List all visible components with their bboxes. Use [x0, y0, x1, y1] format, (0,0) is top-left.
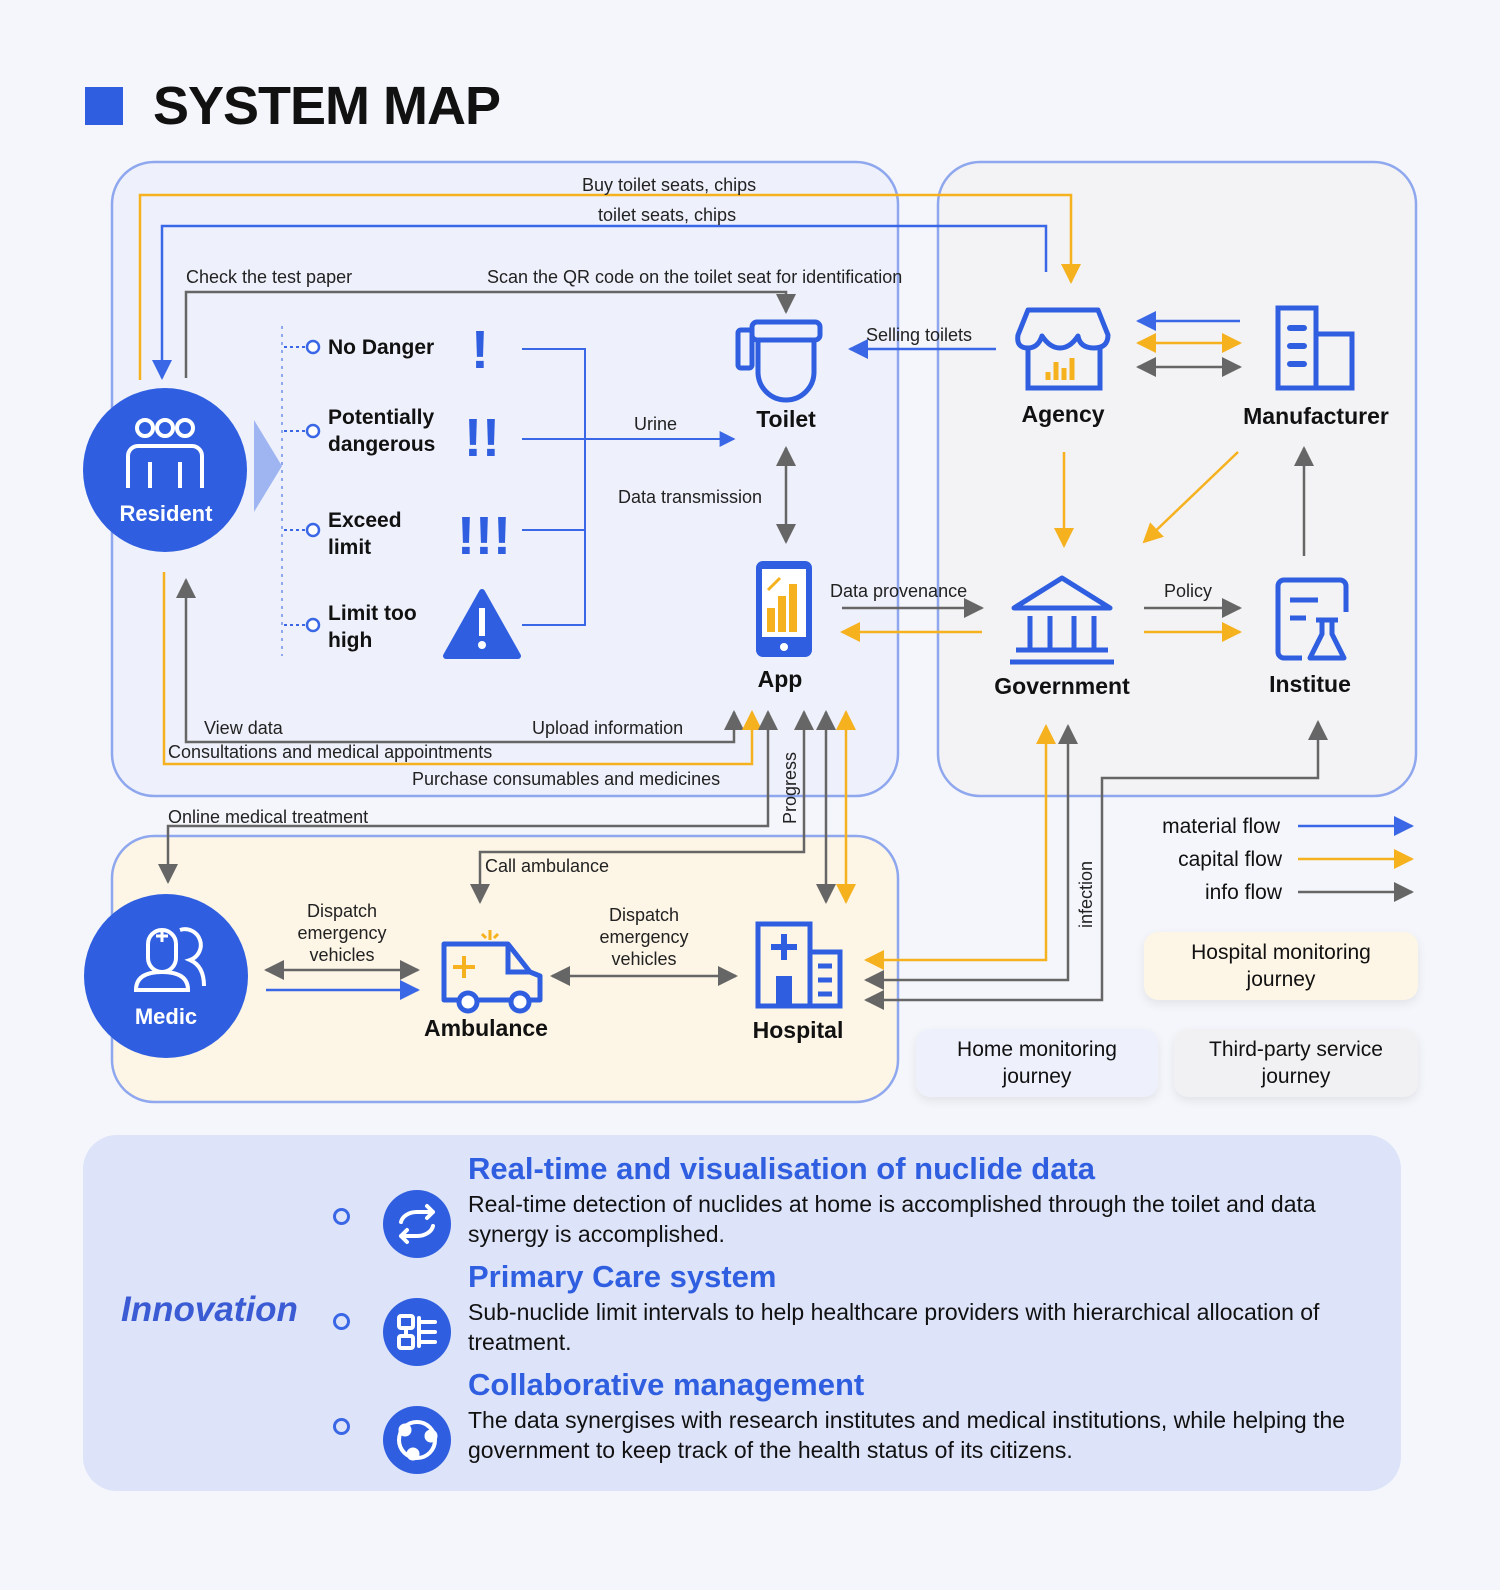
toilet-label: Toilet [756, 406, 816, 432]
triple-exclamation-icon: !!! [457, 506, 511, 566]
hierarchy-icon [383, 1298, 451, 1366]
exclamation-icon: ! [471, 320, 489, 380]
doctor-icon [133, 927, 206, 992]
innovation-item-1-desc: Real-time detection of nuclides at home … [468, 1191, 1316, 1247]
online-treatment-label: Online medical treatment [168, 807, 368, 827]
resident-label: Resident [120, 501, 214, 526]
level-exceed-label-2: limit [328, 536, 371, 559]
view-data-label: View data [204, 718, 284, 738]
hospital-building-icon[interactable] [755, 921, 843, 1009]
selling-label: Selling toilets [866, 325, 972, 345]
innovation-label: Innovation [121, 1290, 298, 1329]
title-text: SYSTEM MAP [153, 76, 501, 136]
legend-home-journey-text: Home monitoring journey [957, 1038, 1117, 1088]
policy-label: Policy [1164, 581, 1212, 601]
double-exclamation-icon: !! [464, 408, 500, 468]
check-paper-label: Check the test paper [186, 267, 352, 287]
upload-label: Upload information [532, 718, 683, 738]
medic-label: Medic [135, 1004, 197, 1029]
innovation-item-3-title: Collaborative management [468, 1367, 865, 1402]
institue-hospital-info-flow [864, 720, 1328, 1010]
seats-flow [152, 224, 1048, 380]
legend-material-label: material flow [1162, 815, 1281, 838]
innovation-item-1-dot [333, 1208, 350, 1225]
institue-label: Institue [1269, 671, 1351, 697]
innovation-item-3-desc: The data synergises with research instit… [468, 1407, 1346, 1463]
dispatch-1-line-3: vehicles [309, 945, 374, 965]
innovation-item-3-dot [333, 1418, 350, 1435]
government-label: Government [994, 673, 1130, 699]
seats-label: toilet seats, chips [598, 205, 736, 225]
dispatch-1-line-2: emergency [297, 923, 386, 943]
hospital-label: Hospital [753, 1017, 844, 1043]
level-no-danger: No Danger ! [284, 320, 489, 380]
dispatch-1-line-1: Dispatch [307, 901, 377, 921]
ambulance-icon[interactable] [441, 930, 543, 1014]
app-label: App [758, 666, 803, 692]
infection-label: infection [1076, 861, 1096, 928]
lab-document-icon[interactable] [1275, 577, 1349, 661]
legend-home-journey: Home monitoring journey [916, 1029, 1158, 1097]
service-zone [936, 160, 1418, 798]
progress-label: Progress [780, 752, 800, 824]
consultations-label: Consultations and medical appointments [168, 742, 492, 762]
dispatch-2-line-1: Dispatch [609, 905, 679, 925]
level-no-danger-label: No Danger [328, 336, 434, 359]
manufacturer-label: Manufacturer [1243, 403, 1389, 429]
buy-seats-flow [138, 193, 1081, 380]
dispatch-2-line-3: vehicles [611, 949, 676, 969]
government-building-icon[interactable] [1010, 575, 1114, 665]
medic-node[interactable] [84, 894, 248, 1058]
title-marker [85, 87, 123, 125]
collaboration-icon [383, 1406, 451, 1474]
data-transmission-label: Data transmission [618, 487, 762, 507]
level-exceed-label-1: Exceed [328, 509, 402, 532]
phone-app-icon[interactable] [756, 561, 812, 657]
purchase-label: Purchase consumables and medicines [412, 769, 720, 789]
dispatch-2-line-2: emergency [599, 927, 688, 947]
call-ambulance-flow [470, 710, 814, 904]
level-too-high-label-1: Limit too [328, 602, 417, 625]
legend-third-party-journey: Third-party service journey [1174, 1029, 1418, 1097]
level-potentially-label-1: Potentially [328, 406, 435, 429]
call-ambulance-label: Call ambulance [485, 856, 609, 876]
resident-node[interactable] [83, 388, 247, 552]
manufacturer-government-flow [1142, 451, 1239, 544]
level-potentially-label-2: dangerous [328, 433, 435, 456]
people-icon [126, 418, 204, 488]
buy-seats-label: Buy toilet seats, chips [582, 175, 756, 195]
legend-capital-label: capital flow [1178, 848, 1283, 871]
innovation-item-2-dot [333, 1313, 350, 1330]
innovation-item-1-title: Real-time and visualisation of nuclide d… [468, 1151, 1096, 1186]
scan-qr-label: Scan the QR code on the toilet seat for … [487, 267, 902, 287]
legend-info-label: info flow [1205, 881, 1283, 904]
legend-hospital-journey-text: Hospital monitoring journey [1191, 941, 1371, 991]
resident-pointer [254, 420, 282, 512]
level-potentially-dangerous: Potentially dangerous !! [284, 406, 500, 468]
innovation-panel: Innovation Real-time and visualisation o… [83, 1135, 1401, 1491]
legend-hospital-journey: Hospital monitoring journey [1144, 932, 1418, 1000]
level-too-high-label-2: high [328, 629, 372, 652]
legend-third-party-journey-text: Third-party service journey [1209, 1038, 1383, 1088]
urine-label: Urine [634, 414, 677, 434]
toilet-icon[interactable] [735, 319, 823, 403]
store-icon[interactable] [1015, 307, 1111, 391]
data-provenance-label: Data provenance [830, 581, 967, 601]
check-paper-flow [184, 290, 796, 378]
sync-arrows-icon [383, 1190, 451, 1258]
agency-label: Agency [1021, 401, 1104, 427]
innovation-item-2-title: Primary Care system [468, 1259, 777, 1294]
innovation-item-2-desc: Sub-nuclide limit intervals to help heal… [468, 1299, 1320, 1355]
factory-building-icon[interactable] [1275, 305, 1355, 391]
level-exceed-limit: Exceed limit !!! [284, 506, 511, 566]
ambulance-label: Ambulance [424, 1015, 548, 1041]
